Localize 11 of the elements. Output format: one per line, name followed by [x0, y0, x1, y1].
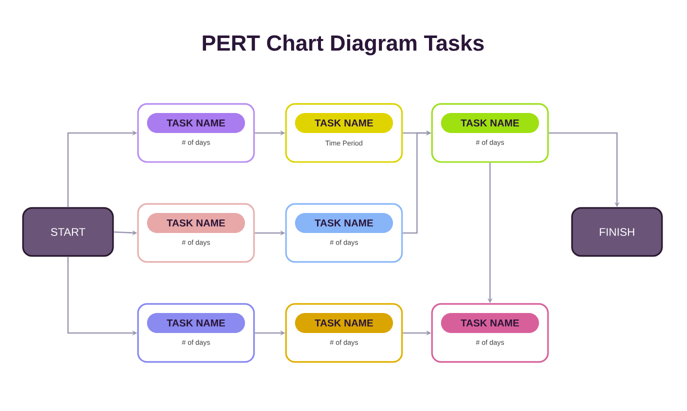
task-name-pill: TASK NAME	[147, 312, 245, 333]
task-name-pill: TASK NAME	[441, 312, 539, 333]
terminal-box: START	[22, 207, 114, 257]
task-name-pill: TASK NAME	[147, 212, 245, 233]
task-name-pill: TASK NAME	[295, 113, 393, 133]
task-name-pill: TASK NAME	[147, 113, 245, 133]
task-name-pill: TASK NAME	[441, 113, 539, 133]
task-name-pill: TASK NAME	[295, 312, 393, 333]
terminal-box: FINISH	[571, 207, 663, 257]
title: PERT Chart Diagram Tasks	[202, 34, 484, 56]
task-name-pill: TASK NAME	[295, 212, 393, 233]
